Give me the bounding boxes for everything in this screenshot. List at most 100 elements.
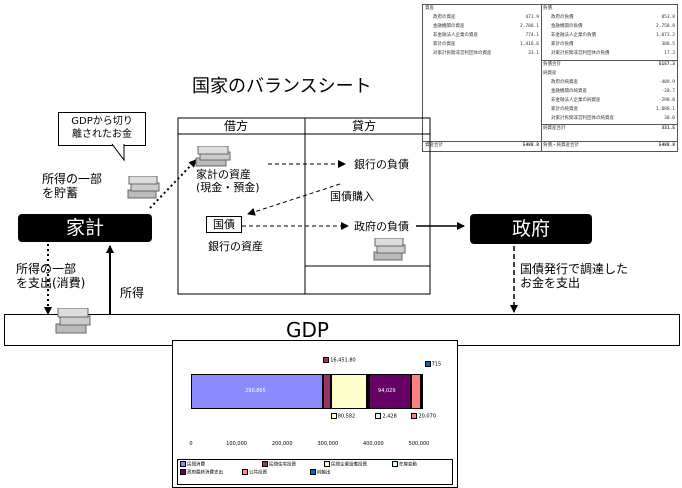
legend-swatch bbox=[180, 461, 186, 467]
chart-legend: 民間消費 民間住宅投資 民間企業設備投資 在庫変動政府最終消費支出 公共投資 純輸出 bbox=[177, 459, 453, 485]
bs-liab-header: 負債 bbox=[543, 6, 552, 11]
label-swatch bbox=[411, 413, 418, 419]
x-tick-label: 200,000 bbox=[271, 441, 293, 447]
x-tick-label: 500,000 bbox=[408, 441, 430, 447]
label-text: 715 bbox=[431, 361, 442, 368]
label-swatch bbox=[375, 413, 382, 419]
legend-label: 政府最終消費支出 bbox=[187, 470, 223, 476]
legend-label: 民間消費 bbox=[187, 462, 205, 468]
bar-segment bbox=[411, 374, 421, 409]
x-tick-label: 0 bbox=[189, 441, 193, 447]
legend-label: 在庫変動 bbox=[399, 462, 417, 468]
legend-swatch bbox=[392, 461, 398, 467]
label-text: 20,070 bbox=[418, 413, 436, 420]
bank-assets-label: 銀行の資産 bbox=[208, 240, 263, 253]
gdp-label: GDP bbox=[286, 318, 329, 342]
legend-swatch bbox=[180, 469, 186, 475]
label-swatch bbox=[424, 361, 431, 367]
callout-detached-money: GDPから切り 離されたお金 bbox=[58, 112, 146, 146]
bar-data-label: 94,029 bbox=[378, 388, 396, 394]
bank-liabilities-label: 銀行の負債 bbox=[354, 158, 409, 171]
x-tick-label: 300,000 bbox=[317, 441, 339, 447]
legend-label: 公共投資 bbox=[249, 470, 267, 476]
x-tick-label: 400,000 bbox=[363, 441, 384, 447]
legend-item: 民間企業設備投資 bbox=[324, 461, 367, 469]
savings-arrow bbox=[149, 159, 197, 209]
bar-data-label: 20,070 bbox=[411, 413, 436, 421]
legend-item: 在庫変動 bbox=[392, 461, 417, 469]
bar-segment bbox=[368, 374, 412, 409]
savings-note: 所得の一部 を貯蓄 bbox=[42, 172, 103, 200]
bs-net-header: 純資産 bbox=[543, 70, 557, 76]
bs-row: 金融機関の純資産-20.7 bbox=[551, 88, 675, 94]
legend-swatch bbox=[242, 469, 248, 475]
household-assets-label: 家計の資産 (現金・預金) bbox=[196, 168, 260, 194]
legend-swatch bbox=[324, 461, 330, 467]
bar-data-label: 2,428 bbox=[375, 413, 397, 421]
bar-data-label: 16,451.80 bbox=[323, 357, 356, 365]
bar-segment bbox=[330, 374, 368, 409]
bs-assets-header: 資産 bbox=[425, 6, 434, 11]
consumption-note: 所得の一部 を支出(消費) bbox=[16, 262, 86, 290]
gov-bond-box: 国債 bbox=[206, 216, 242, 233]
legend-label: 民間企業設備投資 bbox=[331, 462, 367, 468]
bar-segment bbox=[323, 374, 331, 409]
debit-header: 借方 bbox=[224, 119, 249, 133]
bar-data-label: 715 bbox=[424, 361, 442, 369]
bond-purchase-arrow bbox=[247, 183, 341, 216]
money-stack-icon bbox=[373, 238, 406, 261]
legend-item: 民間消費 bbox=[180, 461, 205, 469]
income-label: 所得 bbox=[120, 286, 145, 300]
bs-row: 非金融法人企業の純資産-298.0 bbox=[551, 97, 675, 103]
legend-item: 純輸出 bbox=[310, 469, 331, 477]
x-tick-label: 100,000 bbox=[226, 441, 247, 447]
diagram-title: 国家のバランスシート bbox=[192, 76, 372, 97]
legend-swatch bbox=[262, 461, 268, 467]
credit-header: 貸方 bbox=[352, 119, 377, 133]
label-swatch bbox=[330, 413, 337, 419]
gdp-composition-chart: 290,865 16,451.80 80,582 2,428 94,029 20,070 7… bbox=[172, 340, 458, 488]
household-box: 家計 bbox=[18, 214, 152, 242]
gov-spending-note: 国債発行で調達した お金を支出 bbox=[520, 262, 629, 290]
legend-label: 民間住宅投資 bbox=[269, 462, 296, 468]
legend-item: 公共投資 bbox=[242, 469, 267, 477]
bar-data-label: 80,582 bbox=[330, 413, 356, 421]
money-stack-icon bbox=[55, 308, 91, 334]
bar-segment bbox=[420, 374, 423, 409]
label-text: 2,428 bbox=[382, 413, 397, 420]
label-swatch bbox=[323, 357, 330, 363]
legend-item: 民間住宅投資 bbox=[262, 461, 296, 469]
gov-liabilities-label: 政府の負債 bbox=[354, 220, 409, 233]
t-account-frame bbox=[177, 117, 431, 295]
bar-data-label: 290,865 bbox=[245, 388, 266, 394]
bs-row: 政府の純資産-409.9 bbox=[551, 79, 675, 85]
bar-segment bbox=[191, 374, 324, 409]
money-stack-icon bbox=[127, 176, 160, 199]
government-box: 政府 bbox=[470, 214, 592, 244]
label-text: 16,451.80 bbox=[330, 357, 356, 364]
legend-item: 政府最終消費支出 bbox=[180, 469, 223, 477]
bond-purchase-label: 国債購入 bbox=[330, 190, 374, 203]
legend-swatch bbox=[310, 469, 316, 475]
label-text: 80,582 bbox=[337, 413, 356, 420]
